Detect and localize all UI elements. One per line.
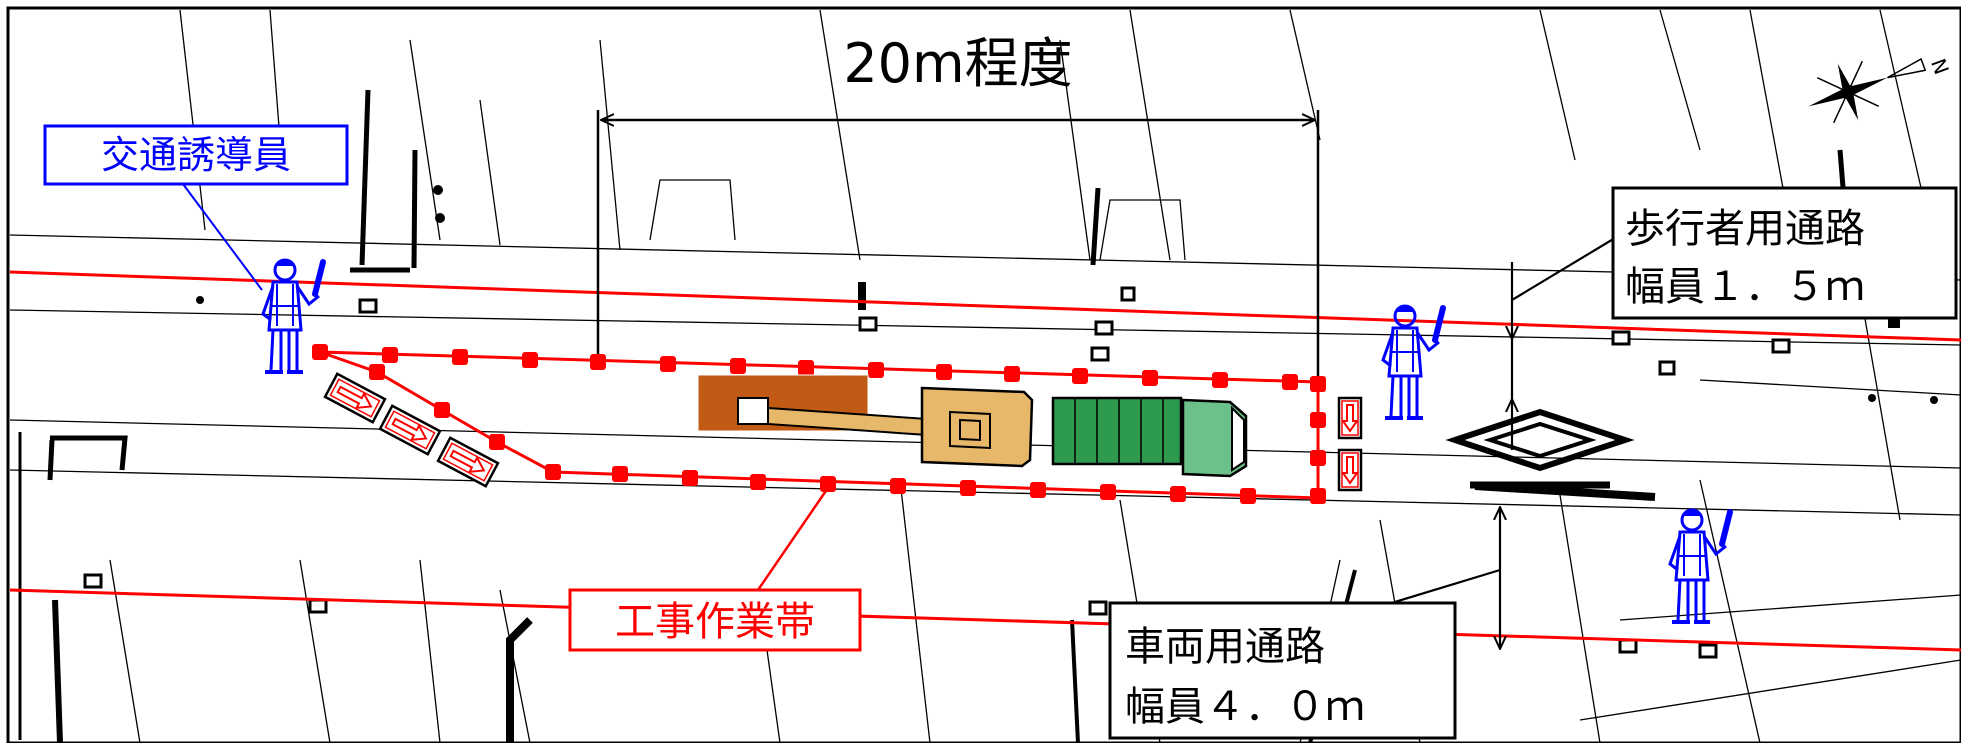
work-zone-callout: 工事作業帯 xyxy=(568,588,862,652)
utility-markers xyxy=(196,185,1938,404)
truck-bed-ribs xyxy=(1074,398,1164,464)
work-zone-label-box xyxy=(568,588,862,652)
traffic-cone xyxy=(750,474,766,490)
traffic-cone xyxy=(890,478,906,494)
down-arrow-sign-1 xyxy=(1337,396,1363,440)
excavator xyxy=(697,374,1034,468)
traffic-cone xyxy=(1004,366,1020,382)
traffic-cones xyxy=(312,344,1326,504)
traffic-cone xyxy=(1310,450,1326,466)
dimension-label: 20m程度 xyxy=(843,32,1072,95)
traffic-cone xyxy=(820,476,836,492)
curb-boxes xyxy=(83,286,1791,659)
north-arrow-icon: N xyxy=(1808,55,1954,124)
chevron-sign-1 xyxy=(323,372,387,424)
traffic-cone xyxy=(1240,488,1256,504)
pedestrian-label-line1: 歩行者用通路 xyxy=(1625,206,1865,252)
diamond-marking-inner xyxy=(1483,421,1597,459)
traffic-cone xyxy=(1212,372,1228,388)
traffic-cone xyxy=(312,344,328,360)
traffic-cone xyxy=(369,364,385,380)
guide-label-box xyxy=(43,124,349,186)
truck-bed xyxy=(1051,396,1183,466)
traffic-cone xyxy=(730,358,746,374)
pedestrian-label-line2: 幅員１．５ｍ xyxy=(1625,264,1865,310)
traffic-cone xyxy=(1072,368,1088,384)
work-zone-label: 工事作業帯 xyxy=(615,599,815,645)
traffic-cone xyxy=(452,349,468,365)
excavator-cab xyxy=(949,410,991,450)
traffic-cone xyxy=(936,364,952,380)
vehicle-callout: 車両用通路 幅員４．０ｍ xyxy=(1108,601,1457,740)
north-letter: N xyxy=(1926,55,1954,77)
vehicle-label-line1: 車両用通路 xyxy=(1125,624,1325,670)
traffic-cone xyxy=(489,434,505,450)
down-arrow-sign-2 xyxy=(1337,448,1363,492)
traffic-cone xyxy=(1310,376,1326,392)
traffic-cone xyxy=(1100,484,1116,500)
chevron-sign-2 xyxy=(378,404,442,456)
excavator-bucket xyxy=(737,397,769,425)
traffic-cone xyxy=(1310,488,1326,504)
dump-truck xyxy=(1051,396,1248,478)
guide-label: 交通誘導員 xyxy=(101,133,291,177)
traffic-cone xyxy=(434,402,450,418)
boundary-lines xyxy=(9,270,1961,652)
traffic-cone xyxy=(1310,412,1326,428)
vehicle-label-box xyxy=(1108,601,1457,740)
vehicle-label-line2: 幅員４．０ｍ xyxy=(1125,684,1365,730)
traffic-cone xyxy=(545,464,561,480)
guide-callout: 交通誘導員 xyxy=(43,124,349,291)
traffic-cone xyxy=(522,352,538,368)
work-zone-barrier xyxy=(312,344,1326,591)
pedestrian-label-box xyxy=(1611,186,1958,320)
pedestrian-width-dimension xyxy=(1512,234,1621,450)
traffic-cone xyxy=(382,347,398,363)
traffic-cone xyxy=(960,480,976,496)
traffic-cone xyxy=(868,362,884,378)
guide-leader xyxy=(179,179,263,291)
traffic-cone xyxy=(660,356,676,372)
traffic-cone xyxy=(1170,486,1186,502)
traffic-cone xyxy=(612,466,628,482)
pedestrian-callout: 歩行者用通路 幅員１．５ｍ xyxy=(1611,186,1958,320)
stop-bar-marking xyxy=(1474,482,1656,501)
work-zone-outline xyxy=(319,350,1320,500)
traffic-cone xyxy=(1030,482,1046,498)
traffic-cone xyxy=(682,470,698,486)
traffic-cone xyxy=(798,360,814,376)
chevron-sign-3 xyxy=(436,436,500,488)
excavator-body xyxy=(920,386,1034,468)
traffic-cone xyxy=(590,354,606,370)
traffic-cone xyxy=(1142,370,1158,386)
traffic-guide-worker-3 xyxy=(1670,510,1730,622)
traffic-cone xyxy=(1282,374,1298,390)
work-zone-leader xyxy=(756,481,834,591)
dimension-20m: 20m程度 xyxy=(596,32,1320,380)
truck-cab xyxy=(1181,398,1248,478)
truck-windshield xyxy=(1231,405,1245,472)
